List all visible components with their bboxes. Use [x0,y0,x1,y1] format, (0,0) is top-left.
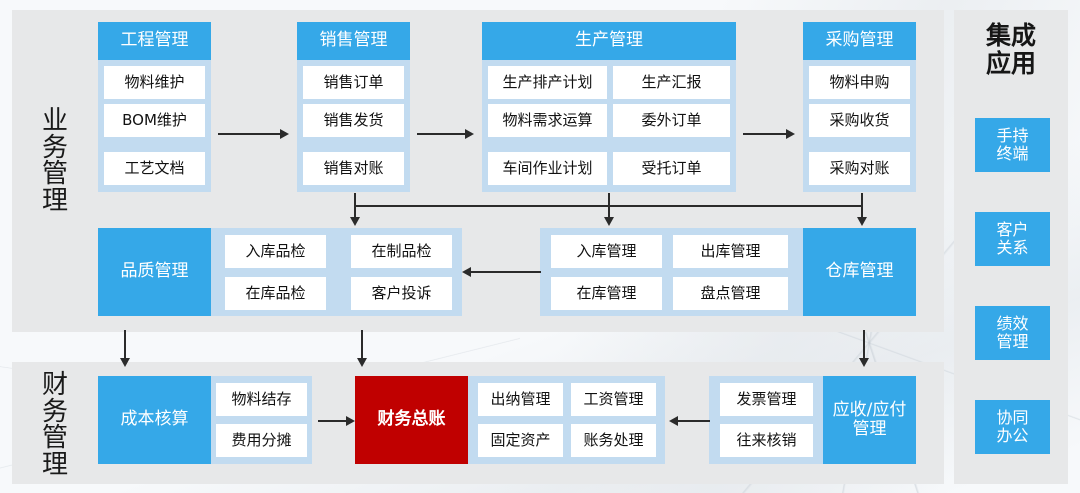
band-label-char: 理 [41,185,68,216]
arrowhead-warehouse-to-receivable [859,358,869,367]
arrowhead-receivable-to-ledger [669,416,678,426]
app-chip-line-2: 关系 [996,238,1029,257]
connector-warehouse-to-quality [471,271,541,273]
app-chip-line-1: 绩效 [996,314,1029,334]
connector-engineering-to-sales [218,133,280,135]
module-cell-cashier-management[interactable]: 出纳管理 [478,383,563,416]
connector-warehouse-to-receivable [863,330,865,360]
app-chip-line-2: 终端 [996,144,1029,163]
group-header-cost-accounting[interactable]: 成本核算 [98,376,211,464]
module-cell-expense-allocation[interactable]: 费用分摊 [216,424,307,457]
app-chip-line-1: 手持 [996,126,1029,146]
arrowhead-cost-to-ledger [346,416,355,426]
module-cell-invoice-management[interactable]: 发票管理 [720,383,813,416]
group-header-production-management[interactable]: 生产管理 [482,22,736,60]
module-cell-inbound-management[interactable]: 入库管理 [551,235,662,268]
group-header-purchase-management[interactable]: 采购管理 [803,22,916,60]
group-header-quality-management[interactable]: 品质管理 [98,228,211,316]
module-cell-material-requisition[interactable]: 物料申购 [809,66,910,99]
group-header-receivable-payable-management[interactable]: 应收/应付 管理 [823,376,916,464]
app-chip-line-1: 客户 [996,220,1029,240]
connector-bus-drop-sales [354,193,356,219]
group-header-warehouse-management[interactable]: 仓库管理 [803,228,916,316]
module-cell-material-balance[interactable]: 物料结存 [216,383,307,416]
app-chip-customer-relations[interactable]: 客户 关系 [975,212,1050,266]
module-cell-entrusted-order[interactable]: 受托订单 [613,152,730,185]
module-cell-material-maintenance[interactable]: 物料维护 [104,66,205,99]
module-cell-inbound-inspection[interactable]: 入库品检 [225,235,326,268]
band-label-char: 业 [41,106,68,136]
arrowhead-production-to-purchase [786,129,795,139]
band-label-char: 务 [41,396,68,427]
band-label-char: 管 [41,423,68,454]
module-cell-stock-inspection[interactable]: 在库品检 [225,277,326,310]
apps-title-line-1: 集成 [985,21,1036,50]
band-label-char: 务 [41,132,68,163]
module-cell-process-document[interactable]: 工艺文档 [104,152,205,185]
module-cell-workshop-operation-plan[interactable]: 车间作业计划 [488,152,607,185]
app-chip-performance-management[interactable]: 绩效 管理 [975,306,1050,360]
apps-title-line-2: 应用 [985,49,1036,78]
band-label-char: 财 [41,370,68,400]
connector-bus-drop-purchase [861,193,863,219]
arrowhead-bus-drop-sales [350,217,360,226]
module-cell-stocktaking-management[interactable]: 盘点管理 [673,277,788,310]
module-cell-purchase-reconciliation[interactable]: 采购对账 [809,152,910,185]
module-cell-accounting-processing[interactable]: 账务处理 [571,424,656,457]
app-chip-collaborative-office[interactable]: 协同 办公 [975,400,1050,454]
apps-column-title: 集成 应用 [962,22,1060,78]
connector-production-to-purchase [743,133,786,135]
band-label-finance-management: 财 务 管 理 [34,372,76,478]
band-label-business-management: 业 务 管 理 [34,108,76,214]
module-cell-payroll-management[interactable]: 工资管理 [571,383,656,416]
connector-quality-to-cost [124,330,126,360]
group-header-general-ledger[interactable]: 财务总账 [355,376,468,464]
group-header-sales-management[interactable]: 销售管理 [297,22,410,60]
app-chip-handheld-terminal[interactable]: 手持 终端 [975,118,1050,172]
arrowhead-warehouse-to-quality [462,267,471,277]
connector-row2-to-ledger [361,330,363,360]
group-header-line-2: 管理 [852,419,887,439]
app-chip-line-1: 协同 [996,408,1029,428]
module-cell-outsourced-order[interactable]: 委外订单 [613,104,730,137]
arrowhead-quality-to-cost [120,358,130,367]
connector-bus-drop-production [608,193,610,219]
band-label-char: 管 [41,159,68,190]
module-cell-ar-ap-writeoff[interactable]: 往来核销 [720,424,813,457]
group-header-line-1: 应收/应付 [832,399,907,420]
module-cell-sales-order[interactable]: 销售订单 [303,66,404,99]
module-cell-production-scheduling-plan[interactable]: 生产排产计划 [488,66,607,99]
arrowhead-engineering-to-sales [280,129,289,139]
app-chip-line-2: 办公 [996,426,1029,445]
arrowhead-sales-to-production [465,129,474,139]
connector-receivable-to-ledger [678,420,710,422]
module-cell-outbound-management[interactable]: 出库管理 [673,235,788,268]
module-cell-sales-reconciliation[interactable]: 销售对账 [303,152,404,185]
module-cell-stock-management[interactable]: 在库管理 [551,277,662,310]
module-cell-customer-complaint[interactable]: 客户投诉 [351,277,452,310]
module-cell-sales-delivery[interactable]: 销售发货 [303,104,404,137]
module-cell-purchase-receipt[interactable]: 采购收货 [809,104,910,137]
band-label-char: 理 [41,449,68,480]
module-cell-wip-inspection[interactable]: 在制品检 [351,235,452,268]
group-header-engineering-management[interactable]: 工程管理 [98,22,211,60]
arrowhead-bus-drop-purchase [857,217,867,226]
module-cell-bom-maintenance[interactable]: BOM维护 [104,104,205,137]
arrowhead-bus-drop-production [604,217,614,226]
connector-cost-to-ledger [318,420,346,422]
arrowhead-row2-to-ledger [357,358,367,367]
module-cell-material-requirement-calculation[interactable]: 物料需求运算 [488,104,607,137]
connector-sales-to-production [417,133,465,135]
module-cell-production-report[interactable]: 生产汇报 [613,66,730,99]
module-cell-fixed-assets[interactable]: 固定资产 [478,424,563,457]
app-chip-line-2: 管理 [996,332,1029,351]
